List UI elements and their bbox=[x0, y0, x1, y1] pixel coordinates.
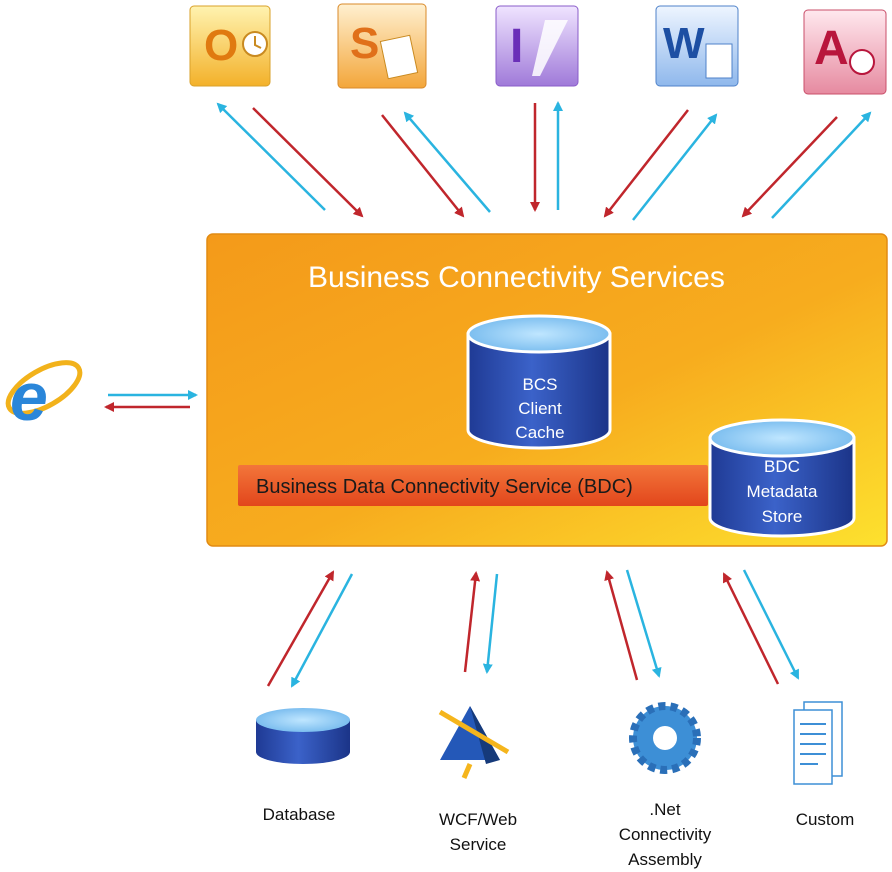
arrow-from-access bbox=[741, 116, 838, 218]
arrow-bcs-to-dotnet bbox=[625, 569, 662, 678]
documents-icon bbox=[793, 701, 843, 785]
ie-glyph: e bbox=[10, 359, 48, 435]
arrow-bcs-to-db bbox=[290, 573, 354, 688]
database-label: Database bbox=[263, 805, 336, 824]
database-icon bbox=[256, 708, 350, 764]
top-arrows bbox=[216, 101, 872, 221]
bdc-service-label: Business Data Connectivity Service (BDC) bbox=[256, 476, 633, 498]
sharepoint-glyph: S bbox=[350, 19, 379, 68]
bdc-metadata-store: BDC Metadata Store bbox=[708, 418, 856, 538]
wcf-label-line-1: WCF/Web bbox=[439, 810, 517, 829]
bcs-client-cache: BCS Client Cache bbox=[466, 314, 612, 450]
infopath-icon: I bbox=[495, 5, 579, 87]
arrow-to-outlook bbox=[216, 102, 326, 211]
wcf-label-line-2: Service bbox=[450, 835, 507, 854]
bcs-title: Business Connectivity Services bbox=[308, 261, 725, 294]
bdc-service-bar: Business Data Connectivity Service (BDC) bbox=[238, 465, 708, 506]
outlook-glyph: O bbox=[204, 21, 238, 70]
sharepoint-workspace-icon: S bbox=[337, 3, 427, 89]
cache-line-1: BCS bbox=[523, 375, 558, 394]
arrow-to-access bbox=[771, 111, 872, 219]
arrow-dotnet-to-bcs bbox=[604, 570, 639, 681]
gear-icon bbox=[629, 702, 701, 774]
arrow-custom-to-bcs bbox=[722, 572, 780, 685]
dotnet-label-line-2: Connectivity bbox=[619, 825, 712, 844]
access-icon: A bbox=[803, 9, 887, 95]
browser-arrows bbox=[104, 390, 198, 412]
arrow-from-sharepoint bbox=[381, 114, 465, 218]
internet-explorer-icon: e bbox=[5, 359, 83, 435]
store-line-3: Store bbox=[762, 507, 803, 526]
outlook-icon: O bbox=[189, 5, 271, 87]
arrow-to-word bbox=[632, 113, 718, 221]
access-glyph: A bbox=[814, 22, 849, 75]
arrow-db-to-bcs bbox=[266, 570, 335, 687]
arrow-from-word bbox=[603, 109, 689, 218]
arrow-from-outlook bbox=[252, 107, 364, 218]
store-line-2: Metadata bbox=[747, 482, 818, 501]
arrow-wcf-to-bcs bbox=[463, 571, 481, 673]
word-glyph: W bbox=[663, 19, 705, 68]
custom-label: Custom bbox=[796, 810, 855, 829]
store-line-1: BDC bbox=[764, 457, 800, 476]
cache-line-2: Client bbox=[518, 399, 562, 418]
dotnet-label-line-1: .Net bbox=[649, 800, 680, 819]
cache-line-3: Cache bbox=[515, 423, 564, 442]
wcf-icon bbox=[438, 706, 510, 779]
bottom-arrows bbox=[266, 569, 800, 688]
dotnet-label-line-3: Assembly bbox=[628, 850, 702, 869]
arrow-bcs-to-wcf bbox=[482, 573, 499, 674]
arrow-bcs-to-custom bbox=[742, 569, 800, 680]
word-icon: W bbox=[655, 5, 739, 87]
arrow-to-sharepoint bbox=[403, 111, 491, 213]
infopath-glyph: I bbox=[510, 20, 523, 73]
